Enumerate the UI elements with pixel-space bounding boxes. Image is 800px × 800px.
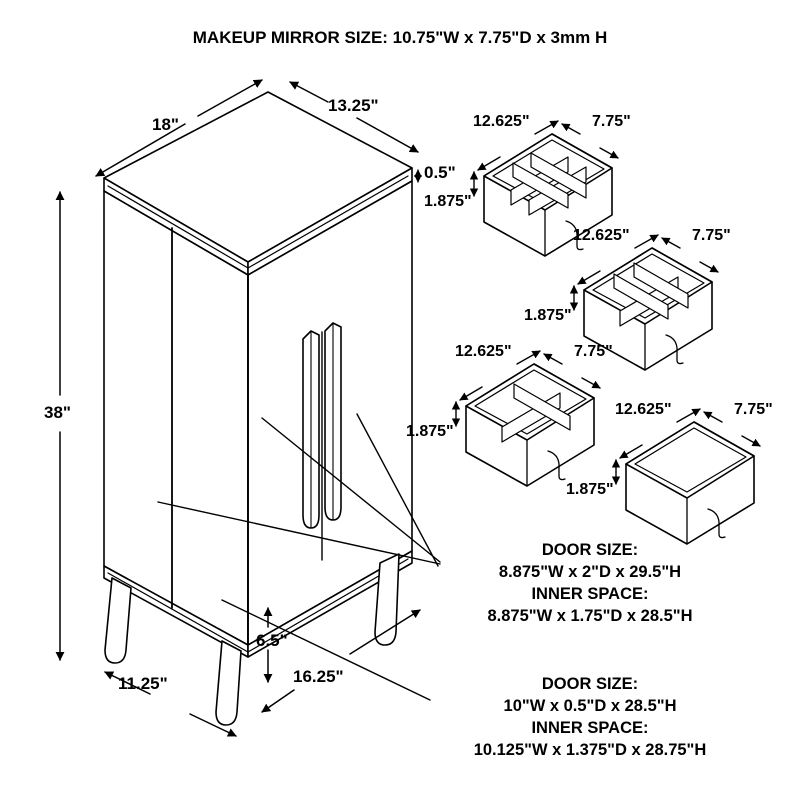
drawer-3-width-label: 12.625" xyxy=(455,343,512,360)
drawer-2-illustration xyxy=(583,247,713,371)
dimension-arrows-cabinet xyxy=(55,79,422,737)
drawer-1-depth-label: 7.75" xyxy=(592,113,631,130)
door-spec-upper: DOOR SIZE: 8.875"W x 2"D x 29.5"H INNER … xyxy=(440,539,740,627)
drawer-1-illustration xyxy=(483,133,613,257)
door-spec-upper-line4: 8.875"W x 1.75"D x 28.5"H xyxy=(487,607,693,626)
drawer-1-width-label: 12.625" xyxy=(473,113,530,130)
door-spec-upper-line3: INNER SPACE: xyxy=(531,585,649,604)
drawer-2-dimension-arrows xyxy=(569,234,719,311)
door-spec-lower-line1: DOOR SIZE: xyxy=(541,675,639,693)
cabinet-leg-height-label: 6.5" xyxy=(256,631,288,650)
cabinet-width-label: 18" xyxy=(152,115,179,134)
drawer-1-dimension-arrows xyxy=(469,120,619,197)
door-spec-upper-line1: DOOR SIZE: xyxy=(541,541,639,559)
drawer-3-depth-label: 7.75" xyxy=(574,343,613,360)
door-spec-upper-line2: 8.875"W x 2"D x 29.5"H xyxy=(498,563,682,582)
drawer-3-illustration xyxy=(465,363,595,487)
door-spec-lower: DOOR SIZE: 10"W x 0.5"D x 28.5"H INNER S… xyxy=(380,673,800,761)
cabinet-base-width-label: 16.25" xyxy=(293,667,344,686)
drawer-1-height-label: 1.875" xyxy=(424,193,472,210)
drawer-4-illustration xyxy=(625,421,755,545)
cabinet-body xyxy=(103,91,413,658)
drawer-4-dimension-arrows xyxy=(611,408,761,485)
door-spec-lower-line3: INNER SPACE: xyxy=(531,719,649,738)
cabinet-top-thickness-label: 0.5" xyxy=(424,163,456,182)
cabinet-depth-label: 13.25" xyxy=(328,96,379,115)
door-handles xyxy=(302,322,342,529)
cabinet-legs xyxy=(104,553,400,726)
door-spec-lower-line2: 10"W x 0.5"D x 28.5"H xyxy=(503,697,677,716)
drawer-2-depth-label: 7.75" xyxy=(692,227,731,244)
leader-lines xyxy=(157,413,441,701)
drawer-3-height-label: 1.875" xyxy=(406,423,454,440)
door-spec-lower-line4: 10.125"W x 1.375"D x 28.75"H xyxy=(473,741,707,760)
drawer-4-depth-label: 7.75" xyxy=(734,401,773,418)
drawer-4-width-label: 12.625" xyxy=(615,401,672,418)
cabinet-height-label: 38" xyxy=(44,403,71,422)
page-title: MAKEUP MIRROR SIZE: 10.75"W x 7.75"D x 3… xyxy=(192,28,608,47)
cabinet-base-depth-label: 11.25" xyxy=(118,674,168,693)
drawer-4-height-label: 1.875" xyxy=(566,481,614,498)
drawer-3-dimension-arrows xyxy=(451,350,601,427)
drawer-2-width-label: 12.625" xyxy=(573,227,630,244)
drawer-2-height-label: 1.875" xyxy=(524,307,572,324)
